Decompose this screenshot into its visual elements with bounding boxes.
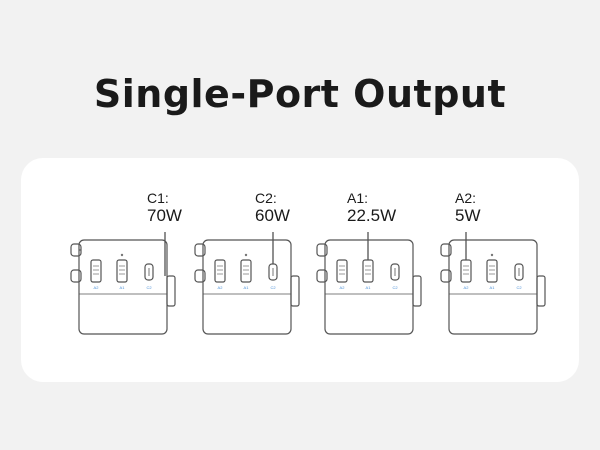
device-c2: C2: 60W A2 bbox=[193, 158, 323, 382]
port-text-c2: C2 bbox=[392, 285, 398, 290]
travel-adapter-icon: A2 A1 C2 bbox=[194, 232, 300, 335]
travel-adapter-icon: A2 A1 C2 bbox=[440, 232, 546, 335]
port-name-label: A2: bbox=[455, 190, 477, 206]
port-watt-label: 60W bbox=[255, 206, 290, 225]
port-watt-label: 22.5W bbox=[347, 206, 397, 225]
port-text-c2: C2 bbox=[516, 285, 522, 290]
device-c1: C1: 70W bbox=[69, 158, 199, 382]
port-text-a2: A2 bbox=[340, 285, 346, 290]
port-text-a2: A2 bbox=[94, 285, 100, 290]
devices-card: C1: 70W bbox=[21, 158, 579, 382]
port-text-a2: A2 bbox=[464, 285, 470, 290]
travel-adapter-icon: A2 A1 C2 bbox=[70, 232, 176, 335]
page-title: Single-Port Output bbox=[93, 72, 507, 116]
port-text-a1: A1 bbox=[366, 285, 372, 290]
device-a1: A1: 22.5W A2 A1 bbox=[315, 158, 445, 382]
port-text-a2: A2 bbox=[218, 285, 224, 290]
port-watt-label: 5W bbox=[455, 206, 481, 225]
port-text-c2: C2 bbox=[146, 285, 152, 290]
port-name-label: C1: bbox=[147, 190, 169, 206]
port-text-a1: A1 bbox=[120, 285, 126, 290]
travel-adapter-icon: A2 A1 C2 bbox=[316, 232, 422, 335]
device-a2: A2: 5W A2 bbox=[439, 158, 569, 382]
port-watt-label: 70W bbox=[147, 206, 182, 225]
port-text-c2: C2 bbox=[270, 285, 276, 290]
port-name-label: C2: bbox=[255, 190, 277, 206]
port-text-a1: A1 bbox=[490, 285, 496, 290]
port-text-a1: A1 bbox=[244, 285, 250, 290]
port-name-label: A1: bbox=[347, 190, 369, 206]
